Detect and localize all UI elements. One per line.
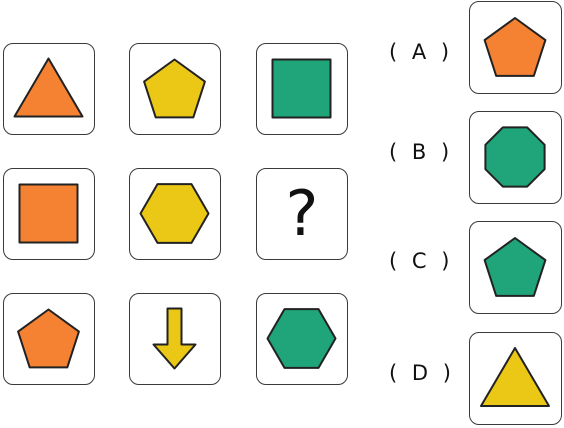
pentagon-icon	[17, 308, 80, 369]
pentagon-orange-shape	[483, 17, 547, 77]
triangle-icon	[480, 347, 550, 407]
grid-cell-missing: ?	[256, 168, 348, 260]
square-icon	[18, 183, 79, 244]
hexagon-yellow-shape	[139, 183, 210, 244]
grid-cell-r2c2	[129, 168, 221, 260]
arrow-down-icon	[152, 307, 197, 370]
grid-cell-r1c2	[129, 43, 221, 135]
octagon-green-shape	[484, 126, 546, 188]
square-green-shape	[271, 58, 332, 119]
grid-cell-r1c1	[3, 43, 95, 135]
square-icon	[271, 58, 332, 119]
octagon-icon	[484, 126, 546, 188]
option-a-label[interactable]: ( A )	[389, 40, 454, 64]
grid-cell-r3c1	[3, 293, 95, 385]
option-c-tile[interactable]	[469, 221, 562, 314]
grid-cell-r1c3	[256, 43, 348, 135]
question-mark: ?	[285, 177, 319, 250]
pentagon-green-shape	[483, 237, 547, 297]
hexagon-icon	[266, 308, 337, 369]
square-orange-shape	[18, 183, 79, 244]
triangle-orange-shape	[13, 57, 84, 118]
triangle-yellow-shape	[480, 347, 550, 407]
pentagon-icon	[483, 17, 547, 77]
triangle-icon	[13, 57, 84, 118]
pentagon-orange-shape	[17, 308, 80, 369]
option-d-label[interactable]: ( D )	[389, 361, 455, 385]
pentagon-icon	[483, 237, 547, 297]
grid-cell-r2c1	[3, 168, 95, 260]
option-b-label[interactable]: ( B )	[389, 140, 454, 164]
grid-cell-r3c3	[256, 293, 348, 385]
arrow-down-yellow-shape	[152, 307, 197, 370]
grid-cell-r3c2	[129, 293, 221, 385]
option-d-tile[interactable]	[469, 332, 562, 425]
pentagon-yellow-shape	[143, 58, 206, 119]
pentagon-icon	[143, 58, 206, 119]
option-a-tile[interactable]	[469, 1, 562, 94]
option-b-tile[interactable]	[469, 111, 562, 204]
hexagon-icon	[139, 183, 210, 244]
hexagon-green-shape	[266, 308, 337, 369]
option-c-label[interactable]: ( C )	[389, 249, 454, 273]
